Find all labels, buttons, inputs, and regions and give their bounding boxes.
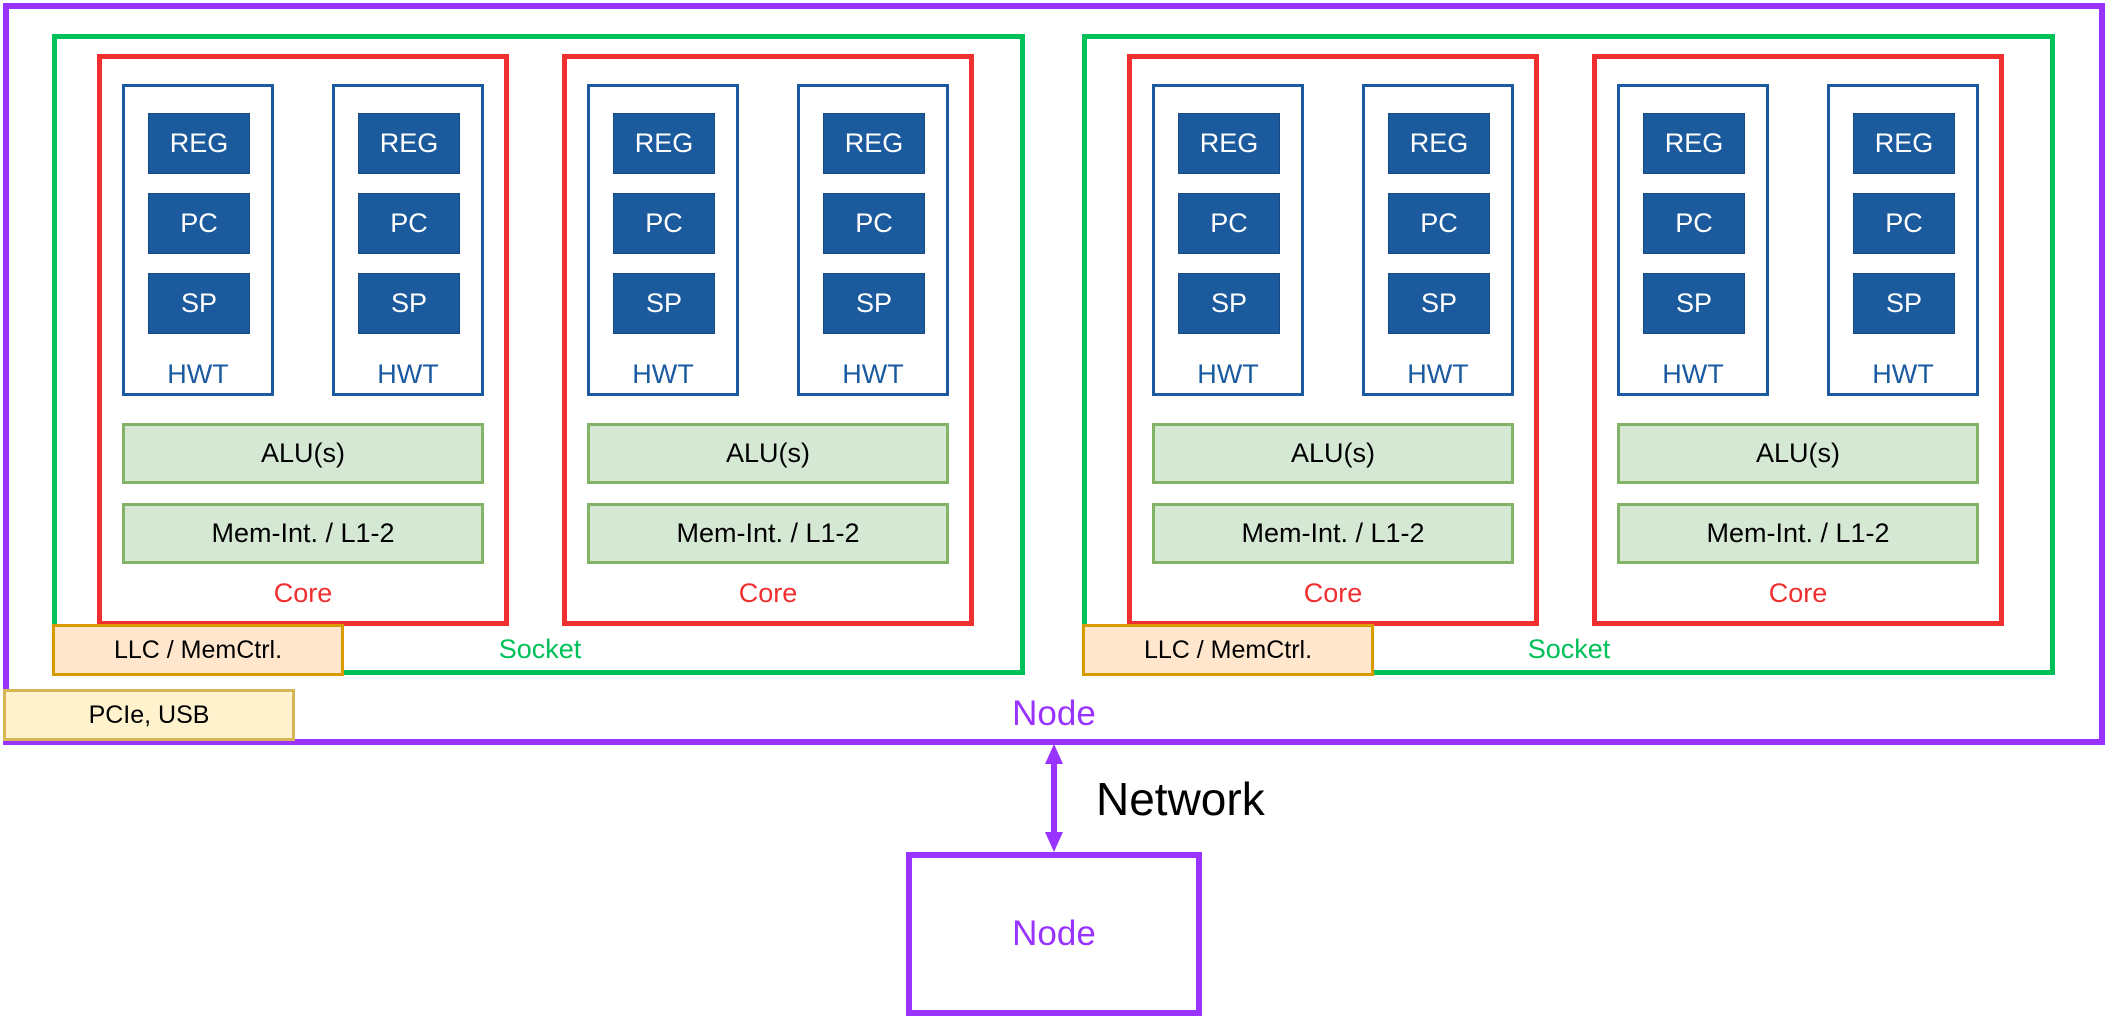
register-sp: SP (1178, 273, 1280, 334)
register-reg: REG (1853, 113, 1955, 174)
register-sp: SP (1853, 273, 1955, 334)
register-pc: PC (148, 193, 250, 254)
hwt-label: HWT (1872, 358, 1934, 389)
socket-label: Socket (1527, 633, 1611, 664)
register-sp: SP (1643, 273, 1745, 334)
hwt-label: HWT (1407, 358, 1469, 389)
remote-node: Node (906, 852, 1202, 1016)
mem-interface-box: Mem-Int. / L1-2 (1617, 503, 1979, 564)
alu-box: ALU(s) (587, 423, 949, 484)
register-reg: REG (1178, 113, 1280, 174)
alu-box: ALU(s) (1152, 423, 1514, 484)
alu-box: ALU(s) (122, 423, 484, 484)
socket-0 (52, 34, 1025, 675)
socket-1-core-0-hwt-0 (1152, 84, 1304, 396)
register-reg: REG (358, 113, 460, 174)
mem-interface-box: Mem-Int. / L1-2 (587, 503, 949, 564)
arrowhead-down (1045, 832, 1063, 852)
socket-0-core-0 (97, 54, 509, 626)
register-reg: REG (1388, 113, 1490, 174)
register-sp: SP (823, 273, 925, 334)
hwt-label: HWT (167, 358, 229, 389)
hwt-label: HWT (1197, 358, 1259, 389)
register-pc: PC (1178, 193, 1280, 254)
socket-1-core-0-hwt-1 (1362, 84, 1514, 396)
register-sp: SP (148, 273, 250, 334)
register-reg: REG (613, 113, 715, 174)
register-sp: SP (358, 273, 460, 334)
socket-1-core-0 (1127, 54, 1539, 626)
socket-0-core-1-hwt-0 (587, 84, 739, 396)
node-label: Node (1012, 694, 1096, 733)
alu-box: ALU(s) (1617, 423, 1979, 484)
network-link-arrow (1045, 744, 1063, 852)
pcie-usb-box: PCIe, USB (3, 689, 295, 741)
core-label: Core (1303, 577, 1363, 608)
register-pc: PC (1388, 193, 1490, 254)
socket-0-core-0-hwt-0 (122, 84, 274, 396)
register-sp: SP (1388, 273, 1490, 334)
register-pc: PC (358, 193, 460, 254)
network-label: Network (1096, 773, 1265, 825)
register-pc: PC (1643, 193, 1745, 254)
register-sp: SP (613, 273, 715, 334)
socket-1-core-1-hwt-1 (1827, 84, 1979, 396)
socket-1-core-1-hwt-0 (1617, 84, 1769, 396)
llc-memctrl-box: LLC / MemCtrl. (1082, 624, 1374, 676)
socket-1-core-1 (1592, 54, 2004, 626)
core-label: Core (738, 577, 798, 608)
register-pc: PC (823, 193, 925, 254)
register-reg: REG (1643, 113, 1745, 174)
hwt-label: HWT (377, 358, 439, 389)
socket-0-core-1 (562, 54, 974, 626)
socket-label: Socket (498, 633, 582, 664)
arrowhead-up (1045, 744, 1063, 764)
node-main (3, 3, 2105, 745)
socket-0-core-1-hwt-1 (797, 84, 949, 396)
remote-node-label: Node (1012, 914, 1096, 953)
register-pc: PC (1853, 193, 1955, 254)
hwt-label: HWT (632, 358, 694, 389)
socket-1 (1082, 34, 2055, 675)
mem-interface-box: Mem-Int. / L1-2 (122, 503, 484, 564)
core-label: Core (1768, 577, 1828, 608)
socket-0-core-0-hwt-1 (332, 84, 484, 396)
register-pc: PC (613, 193, 715, 254)
register-reg: REG (823, 113, 925, 174)
core-label: Core (273, 577, 333, 608)
hwt-label: HWT (1662, 358, 1724, 389)
register-reg: REG (148, 113, 250, 174)
mem-interface-box: Mem-Int. / L1-2 (1152, 503, 1514, 564)
llc-memctrl-box: LLC / MemCtrl. (52, 624, 344, 676)
hwt-label: HWT (842, 358, 904, 389)
